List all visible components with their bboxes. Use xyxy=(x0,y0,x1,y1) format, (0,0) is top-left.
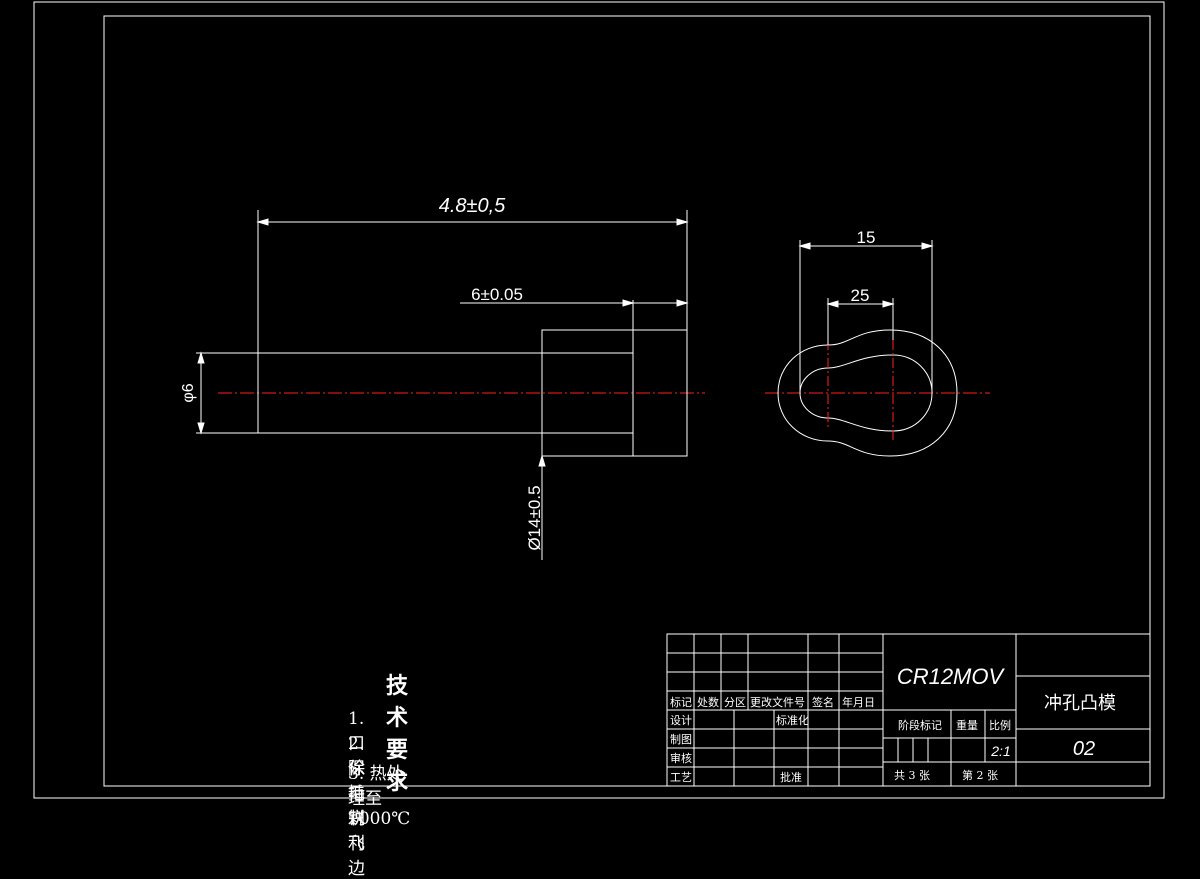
technical-requirement-item: 3. 热处理至1000℃ xyxy=(348,764,411,829)
dim-slot-inner-label: 25 xyxy=(851,286,870,305)
dim-head-length xyxy=(460,299,689,307)
dim-slot-inner xyxy=(826,298,895,345)
dim-head-diameter xyxy=(538,454,546,560)
dim-shank-diameter xyxy=(196,351,258,435)
tb-standardization: 标准化 xyxy=(776,713,809,727)
dim-head-diameter-label: Ø14±0.5 xyxy=(525,485,544,550)
tb-header-label: 处数 xyxy=(697,696,719,709)
tb-material: CR12MOV xyxy=(897,664,1006,689)
tb-drawing-number: 02 xyxy=(1073,738,1095,760)
engineering-drawing: 4.8±0,5 6±0.05 φ6 Ø14±0.5 15 xyxy=(33,1,1165,799)
tb-row-process: 工艺 xyxy=(670,771,692,784)
end-view-center-marks xyxy=(827,340,894,440)
tb-header-label: 分区 xyxy=(724,696,746,709)
end-view-outer-contour xyxy=(777,329,958,457)
dim-shank-diameter-label: φ6 xyxy=(180,383,197,402)
tb-scale-label: 比例 xyxy=(989,718,1011,732)
tb-total-sheets: 共 3 张 xyxy=(894,769,930,782)
tb-header-label: 签名 xyxy=(812,695,834,709)
dim-overall-length xyxy=(256,210,689,353)
tb-part-name: 冲孔凸模 xyxy=(1044,693,1116,714)
dim-head-length-label: 6±0.05 xyxy=(471,285,523,304)
outer-border xyxy=(33,1,1165,799)
tb-header-label: 更改文件号 xyxy=(750,695,805,709)
title-block xyxy=(666,633,1151,787)
tb-header-label: 标记 xyxy=(670,695,692,709)
dim-overall-length-label: 4.8±0,5 xyxy=(439,195,506,217)
tb-sheet-number: 第 2 张 xyxy=(962,768,998,782)
punch-side-view xyxy=(257,300,688,457)
dim-slot-outer-label: 15 xyxy=(857,228,876,247)
tb-row-review: 审核 xyxy=(670,751,692,765)
tb-row-drawing: 制图 xyxy=(670,733,692,746)
tb-weight: 重量 xyxy=(956,718,978,732)
tb-header-label: 年月日 xyxy=(842,695,875,709)
tb-stage-mark: 阶段标记 xyxy=(898,718,942,732)
tb-row-design: 设计 xyxy=(670,714,692,727)
inner-border xyxy=(103,15,1151,787)
dim-slot-outer xyxy=(798,240,934,393)
tb-scale: 2:1 xyxy=(990,743,1010,759)
technical-requirements-title: 技术要求 xyxy=(386,673,410,795)
tb-approval: 批准 xyxy=(780,770,802,784)
